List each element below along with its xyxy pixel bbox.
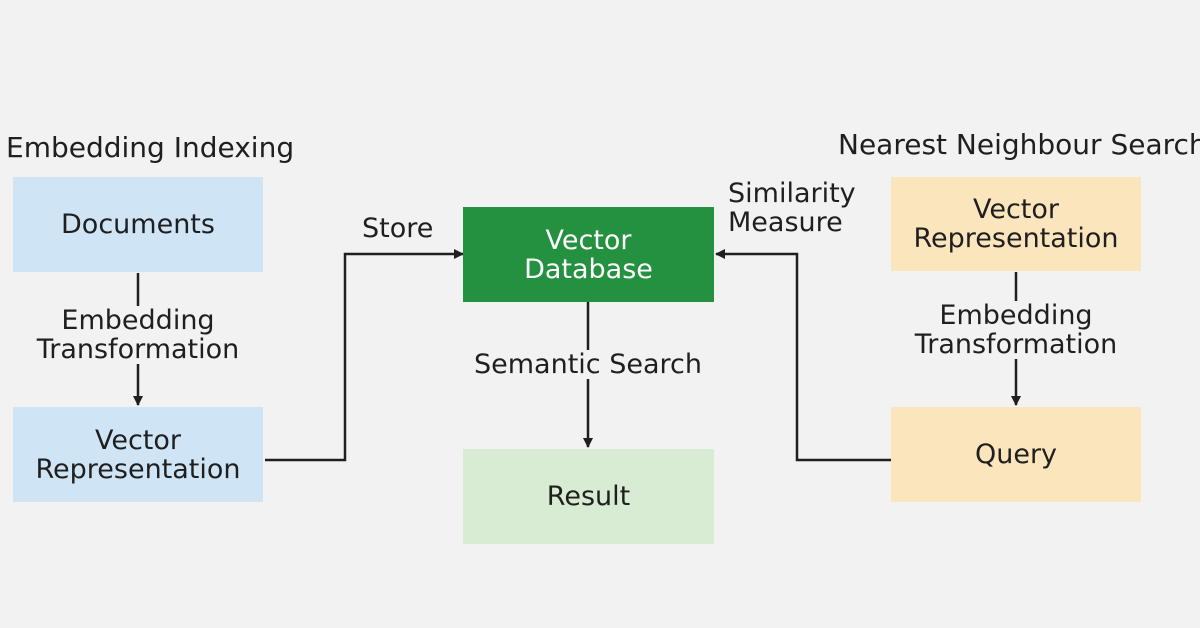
similarity-measure-label: Similarity Measure [728, 178, 856, 238]
vector-database-label: Vector Database [524, 224, 653, 285]
vector-database-box: Vector Database [463, 207, 714, 302]
left-vector-representation-label: Vector Representation [35, 424, 241, 485]
nearest-neighbour-search-heading: Nearest Neighbour Search [838, 130, 1200, 159]
left-vector-representation-box: Vector Representation [13, 407, 263, 502]
semantic-search-label: Semantic Search [474, 349, 702, 380]
similarity-arrow [715, 249, 891, 462]
embedding-indexing-heading: Embedding Indexing [6, 131, 295, 164]
documents-label: Documents [61, 209, 215, 240]
right-vector-representation-box: Vector Representation [891, 177, 1141, 271]
result-box: Result [463, 449, 714, 544]
documents-box: Documents [13, 177, 263, 272]
query-label: Query [974, 439, 1058, 470]
result-label: Result [546, 481, 631, 512]
right-embedding-transformation-label: Embedding Transformation [914, 300, 1118, 360]
store-label: Store [362, 213, 434, 244]
left-embedding-transformation-label: Embedding Transformation [36, 305, 240, 365]
right-vector-representation-label: Vector Representation [913, 194, 1119, 254]
query-box: Query [891, 407, 1141, 502]
store-arrow [265, 249, 464, 462]
